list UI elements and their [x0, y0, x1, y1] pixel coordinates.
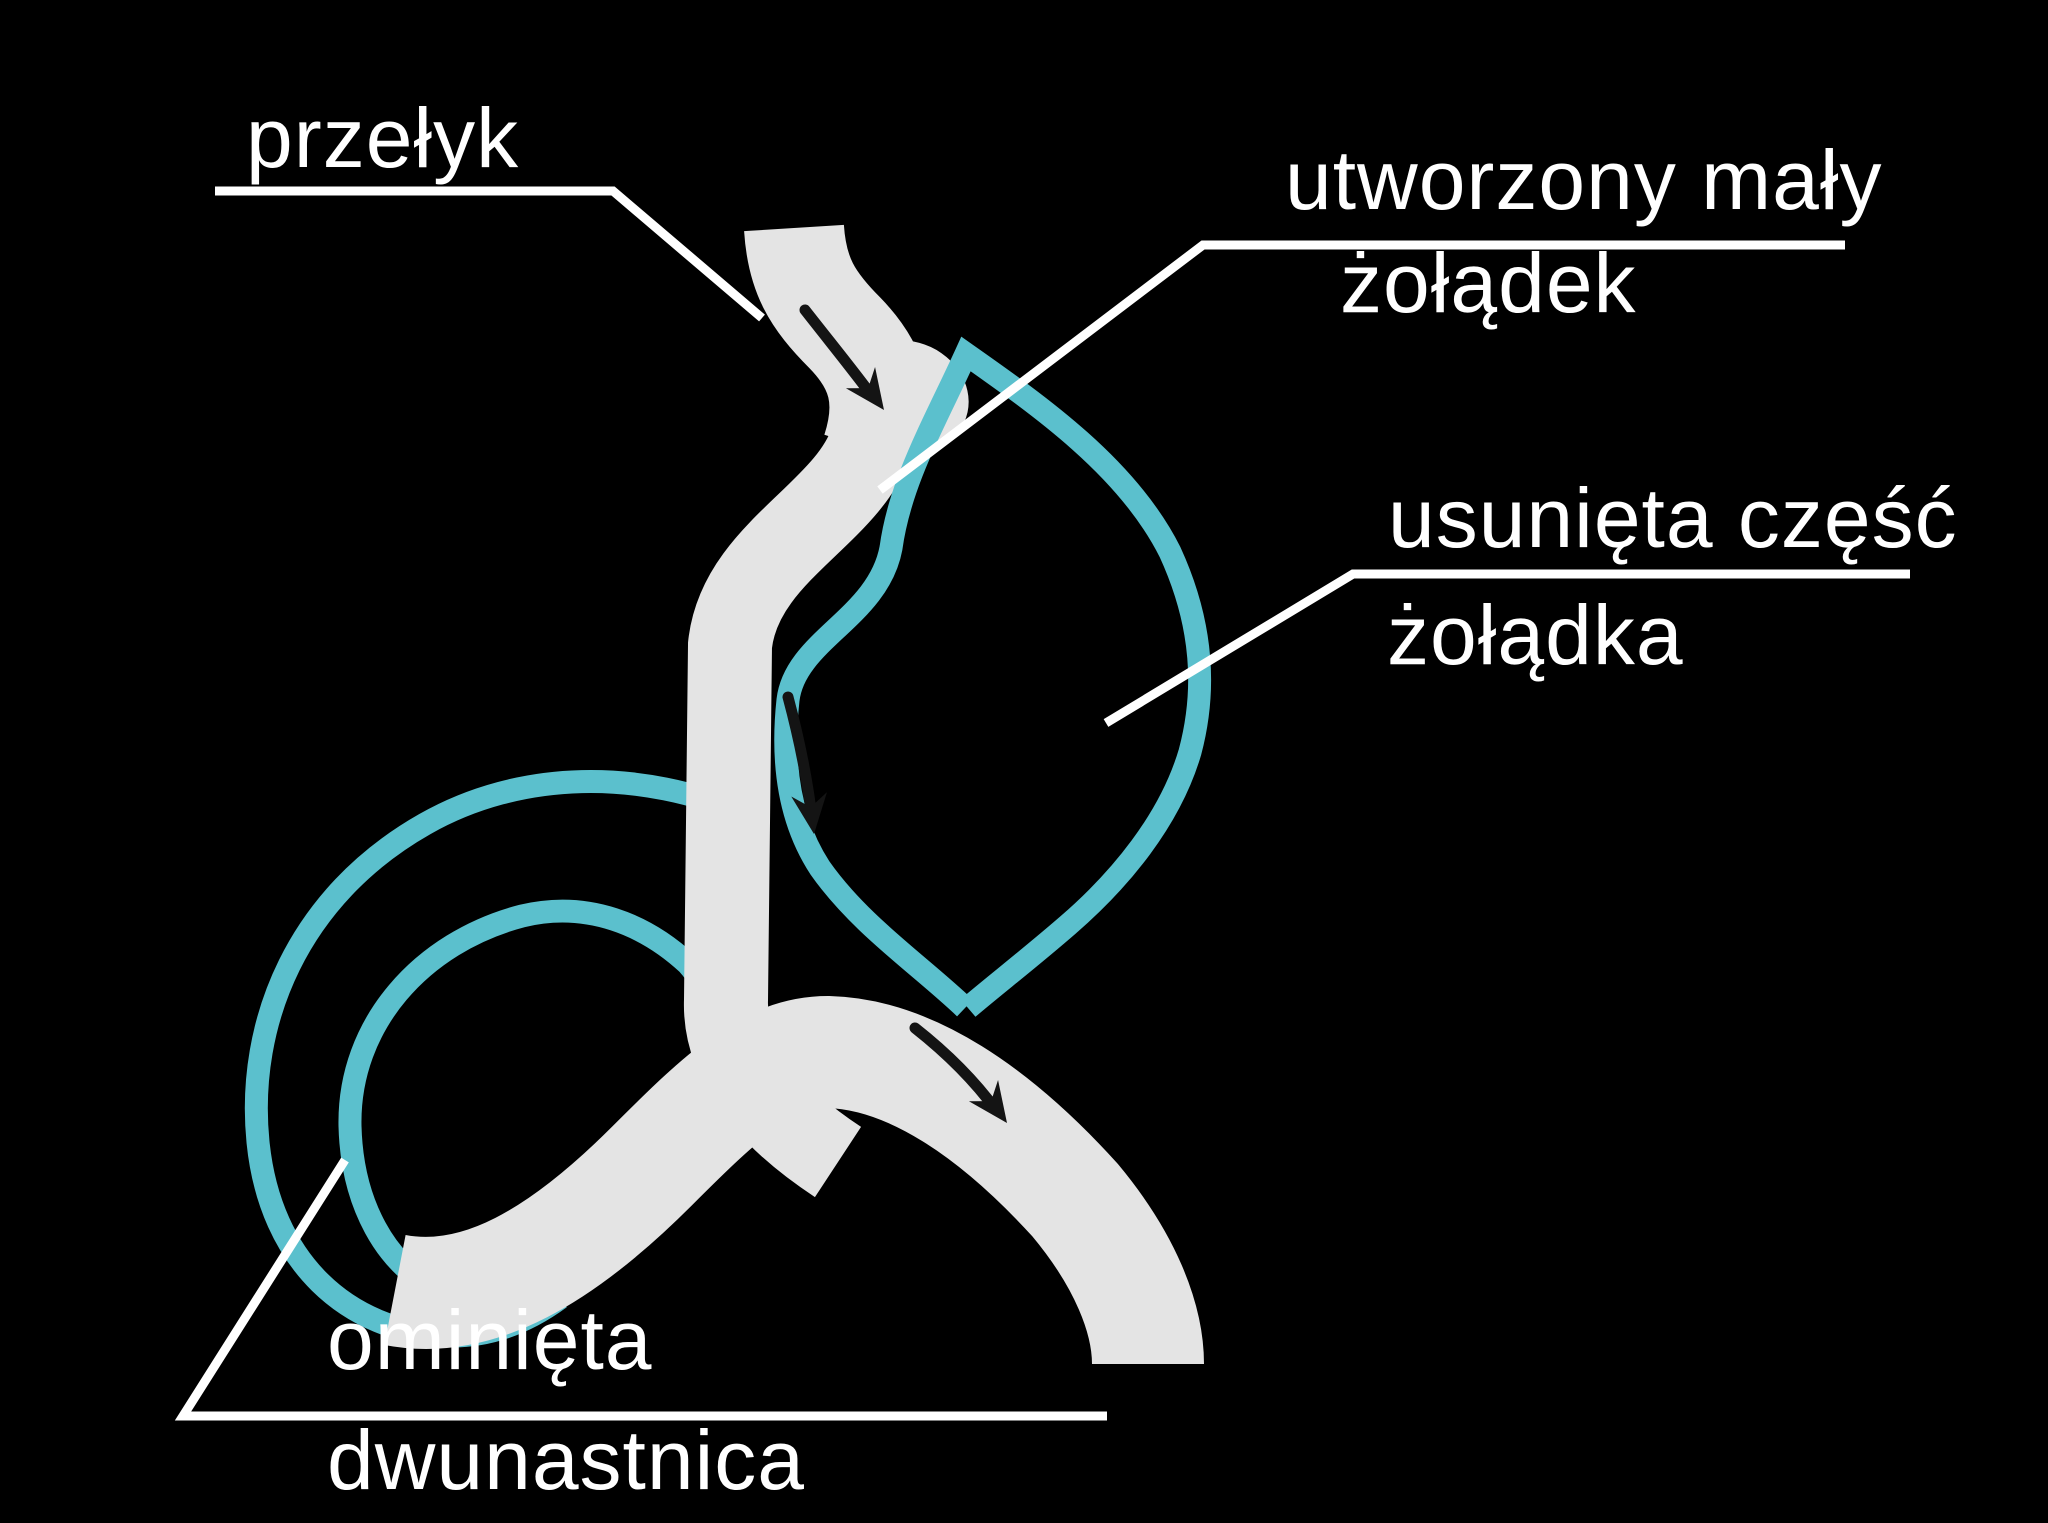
flow-arrow-pouch — [782, 691, 827, 834]
label-removed-stomach-line1: usunięta część — [1388, 471, 1958, 565]
label-bypassed-duodenum-line1: ominięta — [327, 1293, 653, 1387]
label-removed-stomach-line2: żołądka — [1387, 588, 1684, 682]
jejunum-tube — [384, 995, 1204, 1366]
flow-arrow-esophagus — [799, 304, 884, 410]
flow-arrow-jejunum — [909, 1022, 1007, 1123]
leader-new-small-stomach — [877, 240, 1845, 494]
removed-stomach-outline — [774, 336, 1212, 1017]
leader-bypassed-duodenum — [174, 1157, 1107, 1421]
label-new-small-stomach-line2: żołądek — [1340, 236, 1637, 330]
label-bypassed-duodenum-line2: dwunastnica — [327, 1413, 805, 1507]
label-esophagus: przełyk — [246, 91, 520, 185]
label-new-small-stomach-line1: utworzony mały — [1285, 133, 1883, 227]
leader-esophagus — [215, 186, 765, 322]
leader-removed-stomach — [1103, 569, 1910, 727]
